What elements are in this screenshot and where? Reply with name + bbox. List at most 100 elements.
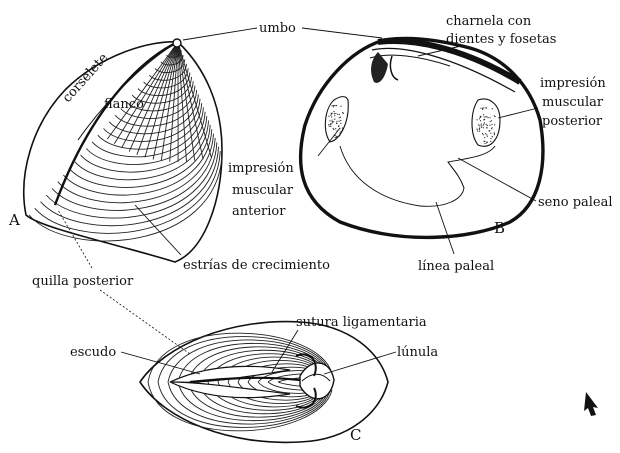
stipple-dot	[491, 124, 492, 125]
stipple-dot	[335, 137, 336, 138]
stipple-dot	[484, 143, 485, 144]
label-imp-posterior-line3: posterior	[542, 114, 603, 129]
stipple-dot	[333, 129, 334, 130]
stipple-dot	[337, 114, 338, 115]
label-panel-a: A	[8, 211, 20, 229]
stipple-dot	[339, 135, 340, 136]
label-flanco: flanco	[104, 97, 144, 112]
stipple-dot	[483, 119, 484, 120]
stipple-dot	[479, 129, 480, 130]
stipple-dot	[334, 119, 335, 120]
stipple-dot	[483, 107, 484, 108]
label-panel-c: C	[350, 426, 361, 444]
stipple-dot	[331, 113, 332, 114]
label-imp-anterior-line2: muscular	[232, 183, 294, 198]
stipple-dot	[487, 125, 488, 126]
stipple-dot	[328, 116, 329, 117]
stipple-dot	[332, 122, 333, 123]
stipple-dot	[336, 136, 337, 137]
label-sutura-ligamentaria: sutura ligamentaria	[296, 315, 427, 330]
shell-a-external	[24, 39, 222, 262]
stipple-dot	[328, 124, 329, 125]
stipple-dot	[342, 112, 343, 113]
stipple-dot	[330, 115, 331, 116]
stipple-dot	[484, 141, 485, 142]
stipple-dot	[490, 141, 491, 142]
stipple-dot	[479, 131, 480, 132]
stipple-dot	[485, 107, 486, 108]
stipple-dot	[483, 125, 484, 126]
stipple-dot	[334, 115, 335, 116]
stipple-dot	[333, 128, 334, 129]
stipple-dot	[330, 123, 331, 124]
label-lunula: lúnula	[397, 345, 438, 360]
stipple-dot	[331, 116, 332, 117]
stipple-dot	[486, 134, 487, 135]
label-umbo: umbo	[259, 21, 296, 36]
stipple-dot	[484, 116, 485, 117]
stipple-dot	[342, 129, 343, 130]
shell-b-internal	[301, 38, 543, 237]
stipple-dot	[340, 120, 341, 121]
stipple-dot	[492, 108, 493, 109]
label-imp-posterior-line1: impresión	[540, 76, 606, 91]
stipple-dot	[339, 114, 340, 115]
stipple-dot	[481, 125, 482, 126]
stipple-dot	[483, 124, 484, 125]
stipple-dot	[335, 113, 336, 114]
stipple-dot	[481, 124, 482, 125]
stipple-dot	[339, 117, 340, 118]
stipple-dot	[331, 105, 332, 106]
stipple-dot	[488, 117, 489, 118]
stipple-dot	[339, 132, 340, 133]
stipple-dot	[490, 138, 491, 139]
label-imp-posterior-line2: muscular	[542, 95, 604, 110]
stipple-dot	[332, 121, 333, 122]
stipple-dot	[340, 117, 341, 118]
stipple-dot	[485, 116, 486, 117]
stipple-dot	[487, 142, 488, 143]
stipple-dot	[487, 136, 488, 137]
stipple-dot	[481, 127, 482, 128]
stipple-dot	[480, 120, 481, 121]
label-escudo: escudo	[70, 345, 116, 360]
label-seno-paleal: seno paleal	[538, 195, 613, 210]
stipple-dot	[485, 133, 486, 134]
stipple-dot	[340, 106, 341, 107]
stipple-dot	[330, 126, 331, 127]
stipple-dot	[329, 120, 330, 121]
stipple-dot	[334, 113, 335, 114]
stipple-dot	[342, 128, 343, 129]
stipple-dot	[486, 124, 487, 125]
stipple-dot	[482, 109, 483, 110]
stipple-dot	[476, 129, 477, 130]
label-imp-anterior-line3: anterior	[232, 204, 286, 219]
stipple-dot	[482, 108, 483, 109]
stipple-dot	[482, 133, 483, 134]
stipple-dot	[490, 133, 491, 134]
stipple-dot	[479, 125, 480, 126]
stipple-dot	[490, 117, 491, 118]
stipple-dot	[339, 121, 340, 122]
stipple-dot	[494, 133, 495, 134]
stipple-dot	[479, 127, 480, 128]
label-linea-paleal: línea paleal	[418, 259, 494, 274]
stipple-dot	[477, 119, 478, 120]
stipple-dot	[340, 123, 341, 124]
stipple-dot	[334, 105, 335, 106]
stipple-dot	[333, 111, 334, 112]
stipple-dot	[333, 121, 334, 122]
label-charnela-line1: charnela con	[446, 14, 532, 29]
stipple-dot	[333, 106, 334, 107]
stipple-dot	[335, 128, 336, 129]
label-panel-b: B	[494, 219, 505, 237]
label-imp-anterior-line1: impresión	[228, 161, 294, 176]
stipple-dot	[489, 125, 490, 126]
stipple-dot	[478, 124, 479, 125]
stipple-dot	[477, 130, 478, 131]
stipple-dot	[484, 137, 485, 138]
stipple-dot	[494, 124, 495, 125]
stipple-dot	[480, 116, 481, 117]
stipple-dot	[489, 131, 490, 132]
